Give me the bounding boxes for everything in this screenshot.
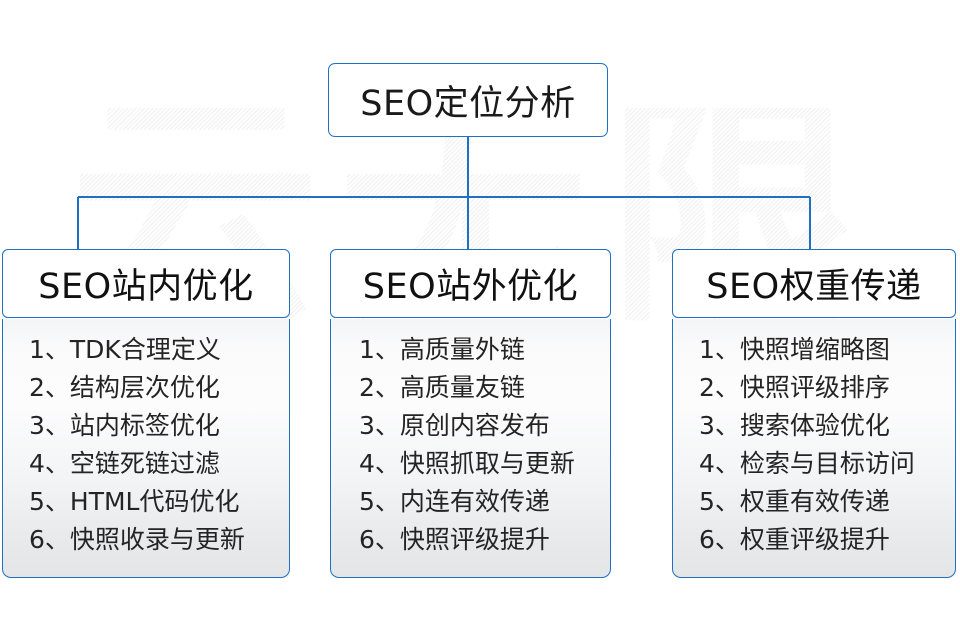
list-item: 2、高质量友链	[359, 373, 525, 402]
branch-body-seo-onsite: 1、TDK合理定义 2、结构层次优化 3、站内标签优化 4、空链死链过滤 5、H…	[2, 319, 290, 578]
branch-header-title: SEO站外优化	[362, 267, 579, 307]
root-node[interactable]: SEO定位分析	[328, 63, 608, 137]
branch-body-seo-weight: 1、快照增缩略图 2、快照评级排序 3、搜索体验优化 4、检索与目标访问 5、权…	[672, 319, 956, 578]
list-item: 1、快照增缩略图	[699, 335, 890, 364]
branch-body-seo-offsite: 1、高质量外链 2、高质量友链 3、原创内容发布 4、快照抓取与更新 5、内连有…	[330, 319, 611, 578]
list-item: 2、快照评级排序	[699, 373, 890, 402]
list-item: 4、检索与目标访问	[699, 449, 915, 478]
list-item: 4、空链死链过滤	[29, 449, 220, 478]
branch-header-seo-weight[interactable]: SEO权重传递	[672, 249, 956, 318]
list-item: 5、HTML代码优化	[29, 487, 240, 516]
list-item: 2、结构层次优化	[29, 373, 220, 402]
list-item: 6、快照评级提升	[359, 525, 550, 554]
list-item: 3、搜索体验优化	[699, 411, 890, 440]
branch-column-seo-offsite: SEO站外优化 1、高质量外链 2、高质量友链 3、原创内容发布 4、快照抓取与…	[330, 249, 611, 578]
list-item: 4、快照抓取与更新	[359, 449, 575, 478]
list-item: 5、内连有效传递	[359, 487, 550, 516]
list-item: 6、权重评级提升	[699, 525, 890, 554]
branch-header-title: SEO站内优化	[38, 267, 254, 307]
branch-column-seo-weight: SEO权重传递 1、快照增缩略图 2、快照评级排序 3、搜索体验优化 4、检索与…	[672, 249, 956, 578]
branch-column-seo-onsite: SEO站内优化 1、TDK合理定义 2、结构层次优化 3、站内标签优化 4、空链…	[2, 249, 290, 578]
branch-header-seo-onsite[interactable]: SEO站内优化	[2, 249, 290, 318]
list-item: 6、快照收录与更新	[29, 525, 245, 554]
list-item: 5、权重有效传递	[699, 487, 890, 516]
list-item: 3、原创内容发布	[359, 411, 550, 440]
branch-header-seo-offsite[interactable]: SEO站外优化	[330, 249, 611, 318]
list-item: 3、站内标签优化	[29, 411, 220, 440]
branch-header-title: SEO权重传递	[706, 267, 922, 307]
list-item: 1、TDK合理定义	[29, 335, 221, 364]
list-item: 1、高质量外链	[359, 335, 525, 364]
root-node-title: SEO定位分析	[360, 83, 576, 124]
